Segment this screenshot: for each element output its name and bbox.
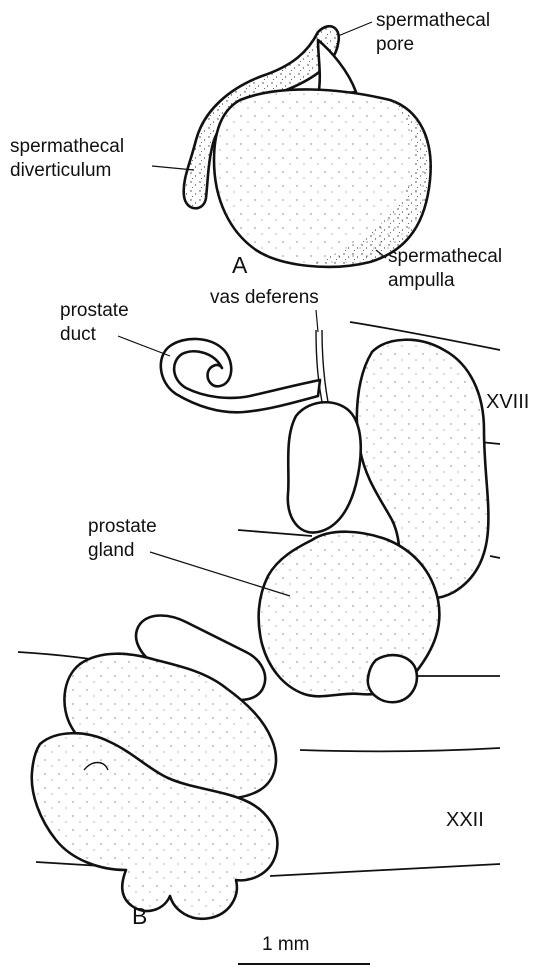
septum-line-9: [270, 864, 500, 876]
septum-line-7: [300, 748, 500, 751]
label-spermathecal-ampulla: spermathecal ampulla: [388, 246, 507, 291]
panel-b-prostate: [18, 322, 500, 919]
prostate-lobe-upper-middle: [288, 402, 361, 532]
panel-label-a: A: [232, 252, 248, 278]
panel-label-b: B: [132, 903, 147, 929]
panel-a-spermatheca: [184, 26, 431, 267]
segment-label-xxii: XXII: [446, 809, 484, 831]
septum-line-3: [238, 530, 312, 536]
septum-line-4: [490, 556, 500, 558]
label-vas-deferens: vas deferens: [210, 287, 319, 308]
prostate-lobe-lower-right: [368, 655, 417, 702]
leader-spermathecal-pore: [338, 22, 372, 36]
prostate-duct-shape: [161, 339, 320, 412]
scale-bar-label: 1 mm: [262, 934, 310, 955]
label-prostate-gland: prostate gland: [88, 516, 162, 561]
label-spermathecal-diverticulum: spermathecal diverticulum: [10, 136, 129, 181]
label-spermathecal-pore: spermathecal pore: [376, 10, 495, 55]
leader-prostate-duct: [118, 336, 170, 356]
leader-vas-deferens: [316, 310, 318, 332]
segment-label-xviii: XVIII: [486, 391, 529, 413]
